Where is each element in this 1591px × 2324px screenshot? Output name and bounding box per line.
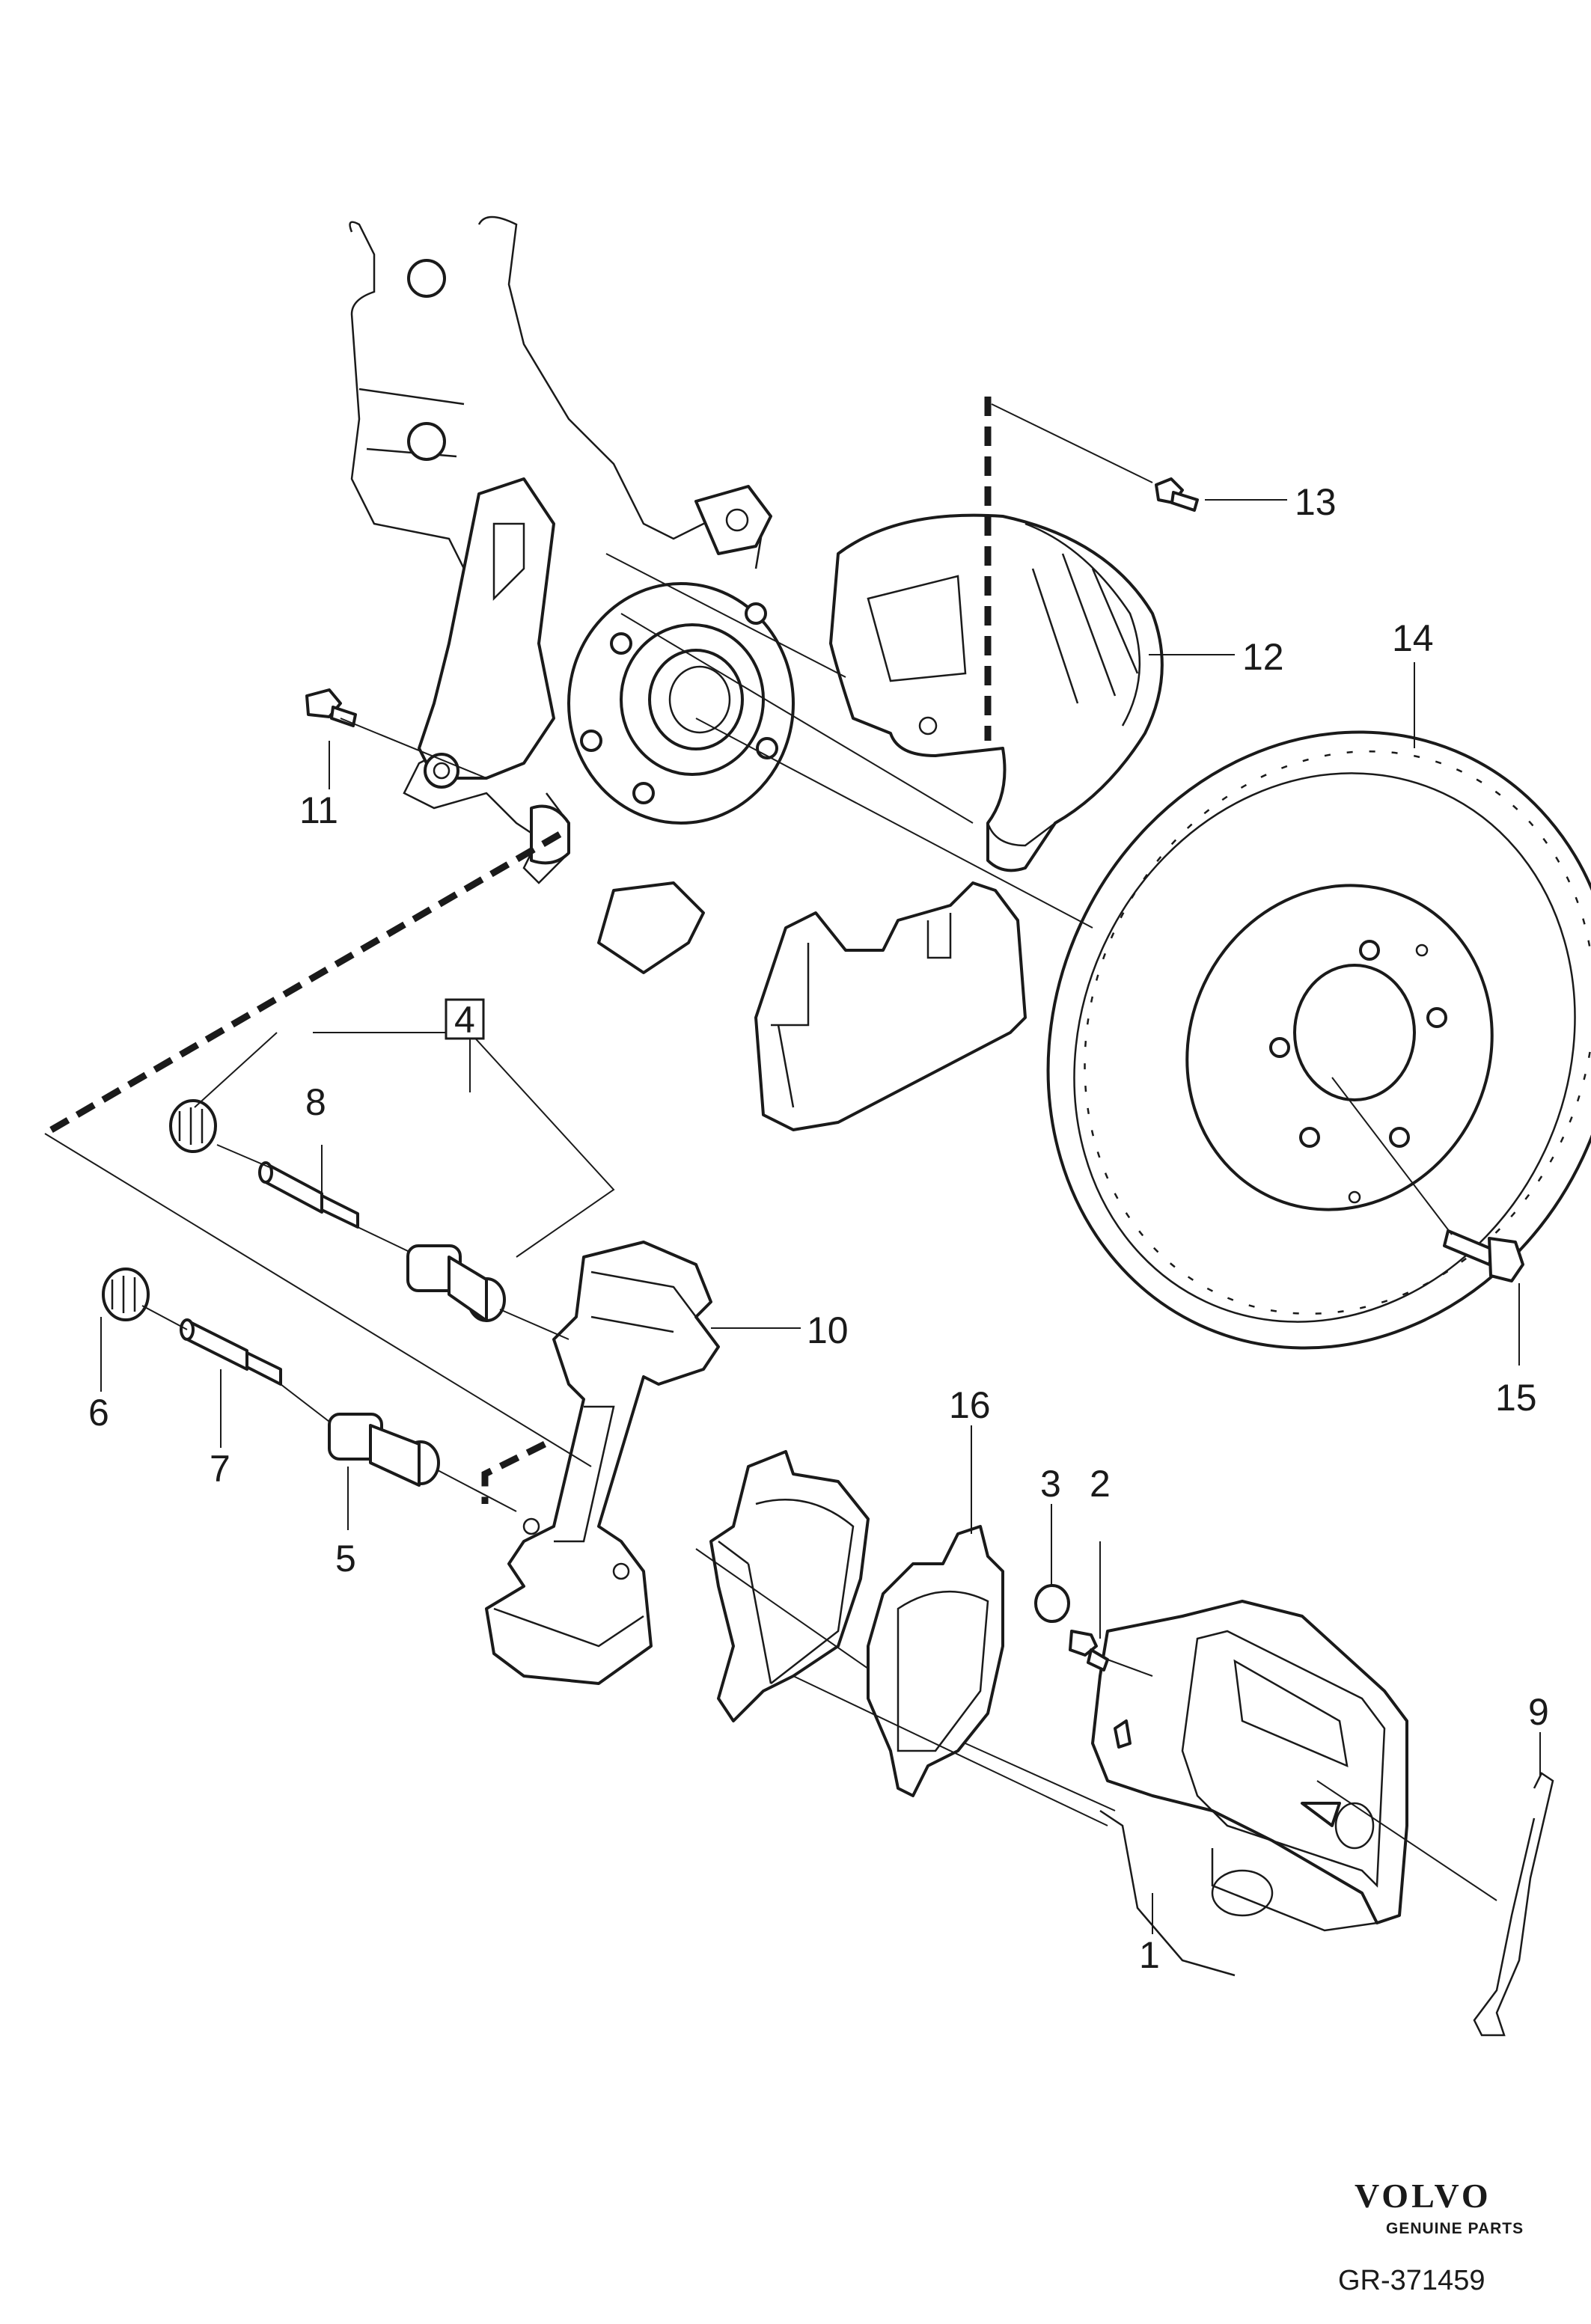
group-dash-lower <box>481 1440 547 1504</box>
genuine-parts-text: GENUINE PARTS <box>1386 2220 1524 2237</box>
label-13: 13 <box>1295 481 1337 523</box>
bleeder-cap <box>1034 1584 1070 1623</box>
brake-disc <box>1046 730 1591 1350</box>
label-4: 4 <box>454 999 475 1041</box>
bolt-13 <box>1155 477 1199 512</box>
label-5: 5 <box>335 1538 356 1580</box>
group-dash-left <box>43 831 562 1137</box>
dust-cap-upper <box>169 1099 217 1153</box>
pad-shim <box>754 881 1027 1131</box>
label-8: 8 <box>305 1081 326 1123</box>
volvo-logo-text: VOLVO <box>1355 2177 1491 2215</box>
label-1: 1 <box>1139 1934 1160 1976</box>
brake-caliper <box>1091 1600 1408 1977</box>
guide-sleeve-upper <box>406 1244 506 1322</box>
brake-pad-outer <box>867 1525 1004 1797</box>
label-3: 3 <box>1040 1463 1061 1505</box>
wheel-hub <box>567 485 795 825</box>
label-4-box <box>445 998 485 1040</box>
anti-rattle-spring <box>1473 1772 1554 2037</box>
guide-sleeve-lower <box>328 1413 440 1487</box>
label-16: 16 <box>949 1384 991 1426</box>
dust-cap-lower <box>102 1268 150 1321</box>
brake-pad-inner <box>709 1450 870 1722</box>
guide-pin-upper <box>258 1161 359 1229</box>
label-15: 15 <box>1495 1377 1537 1419</box>
leader-lines <box>44 403 1541 1934</box>
label-14: 14 <box>1392 617 1434 659</box>
steering-knuckle <box>349 215 765 974</box>
label-2: 2 <box>1090 1463 1111 1505</box>
label-12: 12 <box>1242 636 1284 678</box>
label-11: 11 <box>299 789 338 831</box>
caliper-carrier <box>485 1241 720 1685</box>
label-7: 7 <box>210 1448 230 1490</box>
label-9: 9 <box>1528 1691 1549 1733</box>
splash-shield <box>829 513 1164 872</box>
bleeder-screw <box>1069 1630 1109 1672</box>
bolt-15 <box>1443 1229 1524 1282</box>
diagram-reference: GR-371459 <box>1338 2265 1485 2296</box>
guide-pin-lower <box>180 1318 282 1386</box>
label-6: 6 <box>88 1392 109 1434</box>
bolt-11 <box>305 688 357 727</box>
label-10: 10 <box>807 1309 849 1351</box>
